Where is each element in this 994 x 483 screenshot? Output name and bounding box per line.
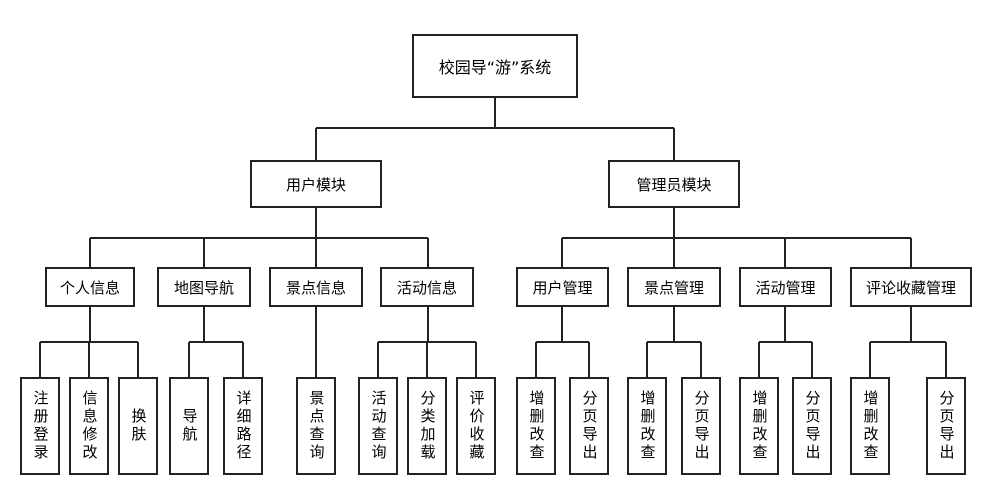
comment-favorite-management-node: 评论收藏管理 (850, 267, 972, 307)
leaf-detailed-route: 详细路径 (223, 377, 263, 475)
root-node: 校园导“游”系统 (412, 34, 578, 98)
leaf-info-edit: 信息修改 (69, 377, 109, 475)
leaf-scenic-crud: 增删改查 (627, 377, 667, 475)
leaf-comment-crud: 增删改查 (850, 377, 890, 475)
leaf-register-login: 注册登录 (20, 377, 60, 475)
leaf-user-paging-export: 分页导出 (569, 377, 609, 475)
map-navigation-node: 地图导航 (157, 267, 251, 307)
activity-info-node: 活动信息 (380, 267, 474, 307)
user-management-node: 用户管理 (516, 267, 609, 307)
leaf-comment-paging-export: 分页导出 (926, 377, 966, 475)
scenic-info-node: 景点信息 (269, 267, 363, 307)
leaf-change-skin: 换肤 (118, 377, 158, 475)
admin-module-node: 管理员模块 (608, 160, 740, 208)
leaf-category-load: 分类加载 (407, 377, 447, 475)
activity-management-node: 活动管理 (739, 267, 832, 307)
leaf-activity-crud: 增删改查 (739, 377, 779, 475)
leaf-user-crud: 增删改查 (516, 377, 556, 475)
leaf-scenic-paging-export: 分页导出 (681, 377, 721, 475)
leaf-navigation: 导航 (169, 377, 209, 475)
leaf-activity-query: 活动查询 (358, 377, 398, 475)
user-module-node: 用户模块 (250, 160, 382, 208)
leaf-review-favorite: 评价收藏 (456, 377, 496, 475)
scenic-management-node: 景点管理 (627, 267, 721, 307)
personal-info-node: 个人信息 (45, 267, 135, 307)
leaf-scenic-query: 景点查询 (296, 377, 336, 475)
leaf-activity-paging-export: 分页导出 (792, 377, 832, 475)
